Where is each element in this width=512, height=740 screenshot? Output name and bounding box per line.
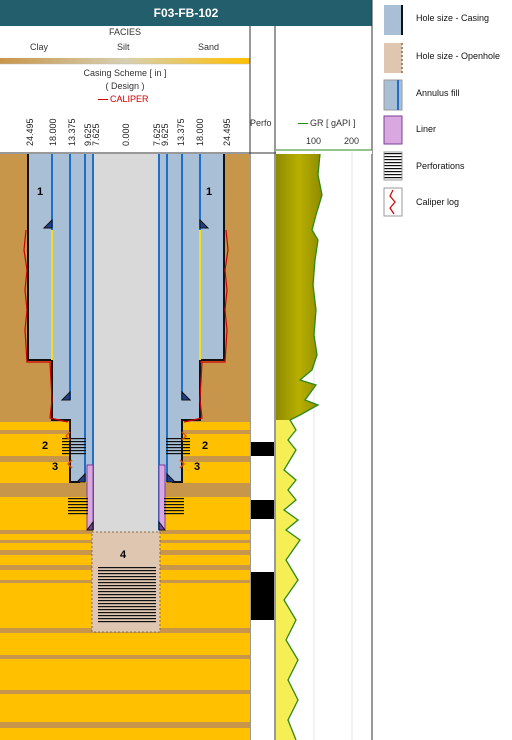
perforation-track-header: Perfo bbox=[250, 118, 272, 128]
callout-1-left: 1 bbox=[37, 186, 44, 198]
callout-4: 4 bbox=[120, 549, 127, 561]
well-title: F03-FB-102 bbox=[0, 0, 372, 26]
legend-liner: Liner bbox=[416, 124, 437, 134]
borehole bbox=[23, 154, 229, 633]
gr-tick-200: 200 bbox=[344, 136, 360, 146]
legend-hole-size-casing: Hole size - Casing bbox=[416, 13, 490, 23]
caliper-line-icon bbox=[98, 99, 108, 101]
facies-scale-bar bbox=[0, 58, 250, 64]
facies-header: FACIES bbox=[108, 27, 141, 37]
legend-annulus-fill: Annulus fill bbox=[416, 88, 460, 98]
gr-track-header: GR [ gAPI ] bbox=[298, 118, 356, 128]
perforation-track bbox=[251, 442, 274, 620]
legend-swatches bbox=[383, 5, 403, 217]
facies-clay-label: Clay bbox=[30, 42, 49, 52]
facies-silt-label: Silt bbox=[117, 42, 130, 52]
callout-2-right: 2 bbox=[202, 440, 209, 452]
caliper-legend-label: CALIPER bbox=[98, 94, 149, 104]
gr-label: GR [ gAPI ] bbox=[310, 118, 356, 128]
callout-3-left: 3 bbox=[52, 461, 59, 473]
gr-line-icon bbox=[298, 123, 308, 125]
gr-tick-100: 100 bbox=[306, 136, 322, 146]
legend-hole-size-openhole: Hole size - Openhole bbox=[416, 51, 501, 61]
gr-track bbox=[276, 149, 372, 740]
callout-3-right: 3 bbox=[194, 461, 201, 473]
callout-1-right: 1 bbox=[206, 186, 213, 198]
legend-perforations: Perforations bbox=[416, 161, 465, 171]
casing-scheme-subheader: ( Design ) bbox=[105, 81, 145, 91]
legend-caliper-log: Caliper log bbox=[416, 197, 460, 207]
caliper-label-text: CALIPER bbox=[110, 94, 149, 104]
callout-2-left: 2 bbox=[42, 440, 49, 452]
facies-sand-label: Sand bbox=[198, 42, 220, 52]
casing-scheme-header: Casing Scheme [ in ] bbox=[83, 68, 167, 78]
